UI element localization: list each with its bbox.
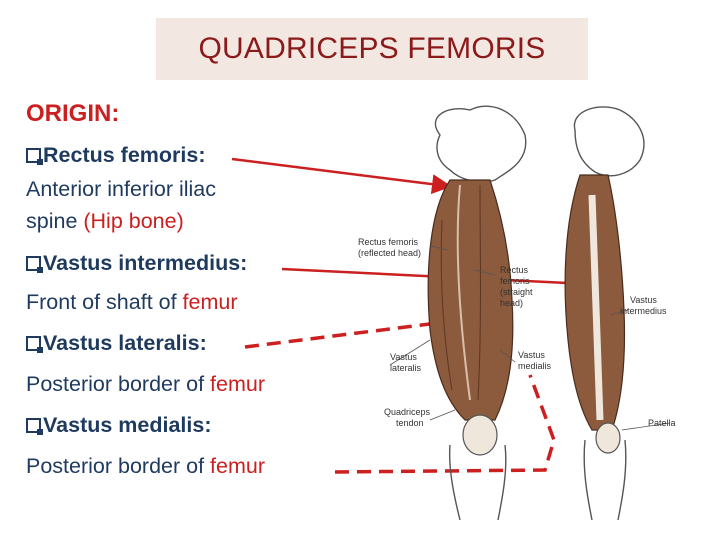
checkbox-bullet-icon (26, 148, 43, 165)
label-quad-tendon-2: tendon (396, 418, 424, 428)
desc-highlight: femur (182, 290, 238, 314)
rectus-femoris-desc-line1: Anterior inferior iliac (26, 177, 216, 201)
title-box: QUADRICEPS FEMORIS (156, 18, 588, 80)
rectus-femoris-desc-line2: spine (Hip bone) (26, 207, 184, 235)
label-rectus-3: (straight (500, 287, 533, 297)
origin-heading: ORIGIN: (26, 100, 120, 127)
patella-left (462, 414, 498, 456)
label-vastus-int-2: intermedius (620, 306, 667, 316)
vastus-medialis-desc: Posterior border of femur (26, 452, 265, 480)
label-rectus: Rectus (500, 265, 529, 275)
desc-highlight: femur (210, 454, 265, 478)
bullet-rectus-femoris: Rectus femoris: (26, 141, 206, 169)
hip-bone-left (434, 105, 527, 183)
vastus-intermedius-desc: Front of shaft of femur (26, 288, 238, 316)
checkbox-bullet-icon (26, 336, 43, 353)
desc-text: Front of shaft of (26, 290, 183, 314)
muscle-name: Vastus lateralis: (43, 331, 207, 355)
label-rf-reflected: Rectus femoris (358, 237, 419, 247)
bullet-vastus-intermedius: Vastus intermedius: (26, 249, 247, 277)
desc-text: Posterior border of (26, 372, 211, 396)
quadriceps-illustration: Rectus femoris (reflected head) Rectus f… (358, 105, 676, 520)
bullet-vastus-medialis: Vastus medialis: (26, 411, 212, 439)
desc-highlight: femur (210, 372, 265, 396)
desc-highlight: (Hip bone) (83, 209, 184, 233)
label-rf-reflected-2: (reflected head) (358, 248, 421, 258)
checkbox-bullet-icon (26, 256, 43, 273)
desc-text: spine (26, 209, 84, 233)
label-vastus-med-2: medialis (518, 361, 552, 371)
label-rectus-4: head) (500, 298, 523, 308)
hip-bone-right (573, 106, 645, 177)
label-rectus-2: femoris (500, 276, 530, 286)
label-vastus-lat: Vastus (390, 352, 417, 362)
femur-shaft (588, 194, 604, 421)
vastus-lateralis-desc: Posterior border of femur (26, 370, 265, 398)
slide-title: QUADRICEPS FEMORIS (198, 32, 546, 65)
muscle-name: Rectus femoris: (43, 143, 206, 167)
label-patella: Patella (648, 418, 676, 428)
label-quad-tendon: Quadriceps (384, 407, 431, 417)
checkbox-bullet-icon (26, 418, 43, 435)
label-vastus-lat-2: lateralis (390, 363, 422, 373)
bullet-vastus-lateralis: Vastus lateralis: (26, 329, 207, 357)
muscle-name: Vastus medialis: (43, 413, 212, 437)
label-vastus-int: Vastus (630, 295, 657, 305)
thigh-muscles-left (427, 179, 514, 421)
desc-text: Posterior border of (26, 454, 211, 478)
muscle-name: Vastus intermedius: (43, 251, 248, 275)
label-vastus-med: Vastus (518, 350, 545, 360)
